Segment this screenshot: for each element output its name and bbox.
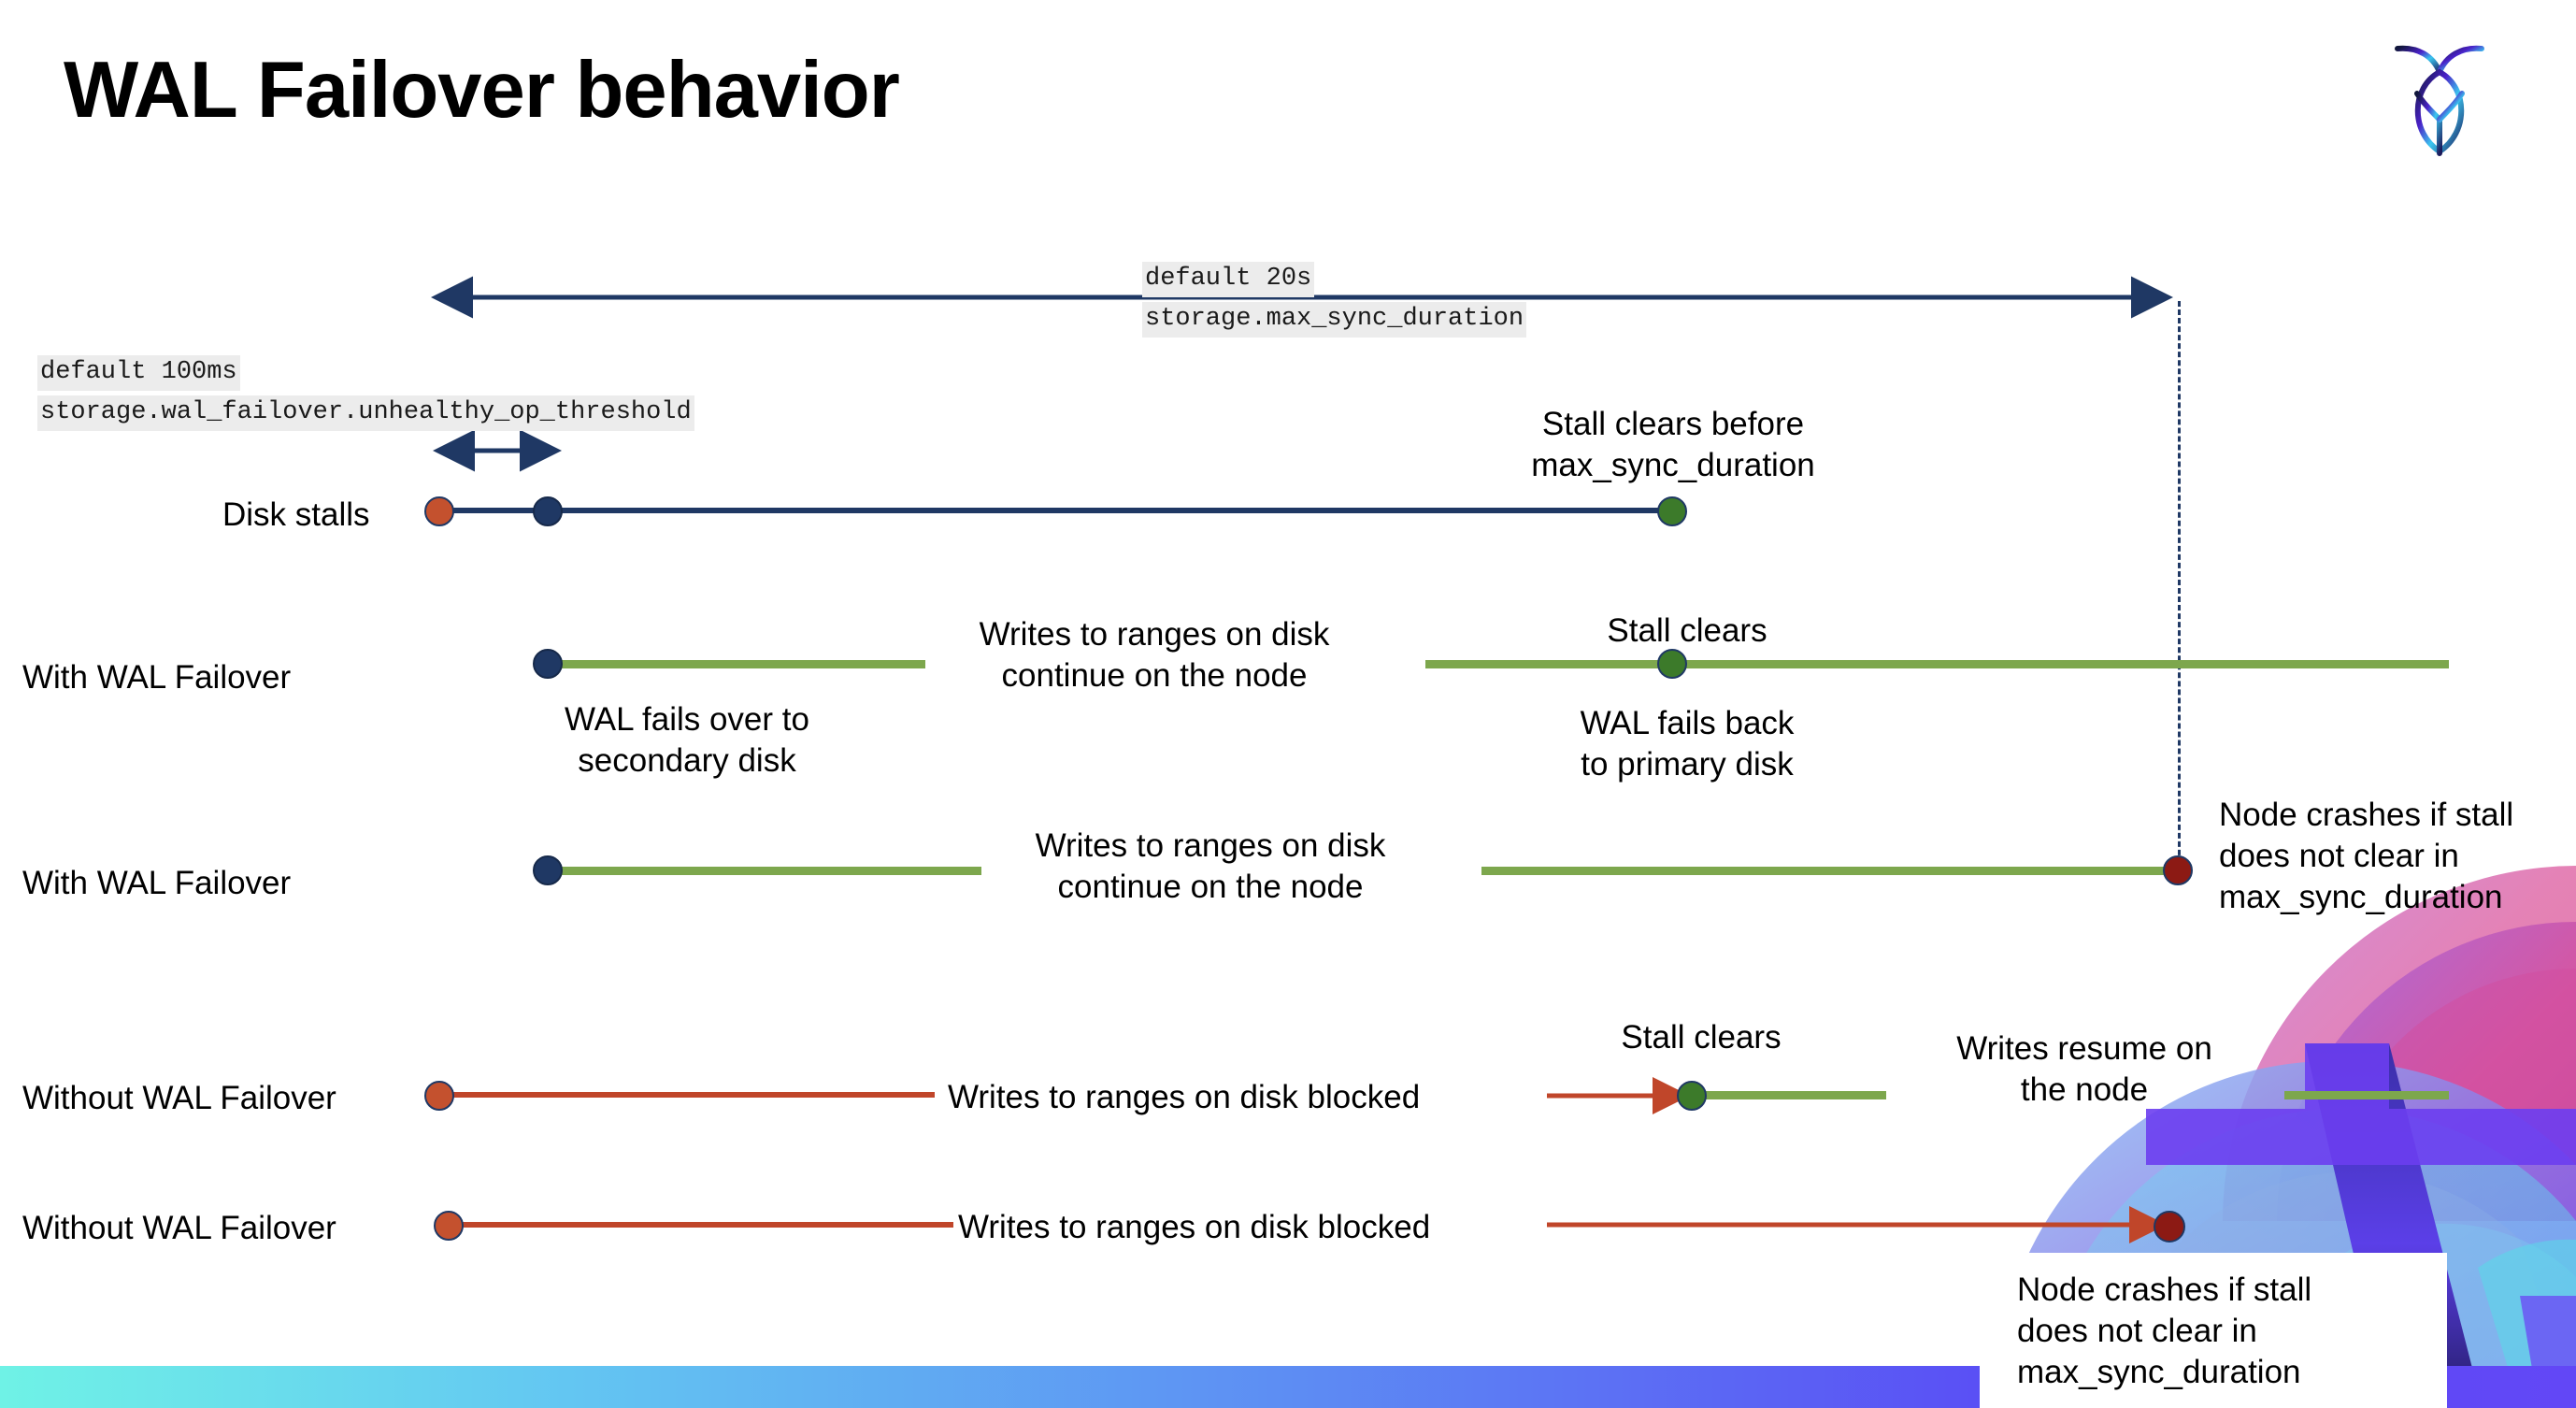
- row-label-disk-stalls: Disk stalls: [222, 496, 370, 533]
- max-sync-default-label: default 20s: [1142, 262, 1315, 297]
- annot-line: max_sync_duration: [1531, 447, 1815, 484]
- page-title: WAL Failover behavior: [64, 46, 900, 135]
- with-wal-1-failover-dot: [533, 649, 563, 679]
- annot-line: Node crashes if stall: [2219, 797, 2514, 833]
- annot-writes-continue-1: Writes to ranges on disk continue on the…: [935, 614, 1374, 697]
- with-wal-2-crash-dot: [2163, 855, 2193, 885]
- annot-wal-fails-back: WAL fails back to primary disk: [1500, 703, 1874, 785]
- node-crash-callout-box: [1980, 1253, 2447, 1408]
- without-wal-2-stall-dot: [434, 1211, 464, 1241]
- annot-line: the node: [2020, 1071, 2149, 1109]
- without-wal-1-line-far-right: [2284, 1091, 2449, 1099]
- annot-line: WAL fails over to: [565, 701, 809, 738]
- max-sync-deadline-dashed-line: [2178, 301, 2181, 881]
- annot-line: secondary disk: [578, 742, 796, 780]
- disk-stalls-failover-dot: [533, 496, 563, 526]
- unhealthy-op-setting-name: storage.wal_failover.unhealthy_op_thresh…: [37, 395, 694, 431]
- row-label-with-wal-failover-2: With WAL Failover: [22, 865, 292, 901]
- annot-wal-fails-over: WAL fails over to secondary disk: [481, 699, 893, 782]
- cockroachdb-logo-icon: [2388, 30, 2491, 161]
- with-wal-2-line-right: [1481, 867, 2178, 875]
- without-wal-1-line-left: [439, 1092, 935, 1098]
- annot-writes-blocked-1: Writes to ranges on disk blocked: [948, 1079, 1421, 1115]
- annot-line: max_sync_duration: [2017, 1354, 2301, 1391]
- unhealthy-op-default-label: default 100ms: [37, 355, 240, 391]
- annot-line: max_sync_duration: [2219, 879, 2503, 916]
- annot-stall-clears-row4: Stall clears: [1621, 1019, 1782, 1056]
- with-wal-1-line-left: [548, 660, 925, 668]
- annot-line: Writes to ranges on disk: [1035, 827, 1386, 864]
- without-wal-2-crash-dot: [2154, 1211, 2185, 1243]
- annot-line: continue on the node: [1001, 657, 1308, 695]
- annot-line: Writes resume on: [1956, 1030, 2212, 1067]
- annot-line: WAL fails back: [1580, 705, 1795, 741]
- annot-stall-clears-before: Stall clears before max_sync_duration: [1477, 404, 1869, 486]
- annot-writes-resume: Writes resume on the node: [1925, 1028, 2243, 1111]
- annot-stall-clears-row2: Stall clears: [1607, 612, 1767, 649]
- annot-writes-blocked-2: Writes to ranges on disk blocked: [958, 1209, 1431, 1245]
- annot-line: does not clear in: [2017, 1313, 2257, 1350]
- annot-node-crashes-1: Node crashes if stall does not clear in …: [2219, 795, 2574, 918]
- row-label-without-wal-failover-2: Without WAL Failover: [22, 1210, 336, 1246]
- annot-writes-continue-2: Writes to ranges on disk continue on the…: [991, 826, 1430, 908]
- annot-line: continue on the node: [1057, 869, 1364, 906]
- annot-line: Node crashes if stall: [2017, 1272, 2312, 1308]
- disk-stalls-timeline-line: [439, 508, 1682, 513]
- annot-line: to primary disk: [1581, 746, 1794, 783]
- with-wal-1-clear-dot: [1657, 649, 1687, 679]
- disk-stalls-clear-dot: [1657, 496, 1687, 526]
- annot-line: does not clear in: [2219, 838, 2459, 875]
- without-wal-1-stall-dot: [424, 1081, 454, 1111]
- annot-line: Stall clears before: [1541, 406, 1805, 442]
- with-wal-2-line-left: [548, 867, 981, 875]
- disk-stalls-start-dot: [424, 496, 454, 526]
- max-sync-setting-name: storage.max_sync_duration: [1142, 302, 1527, 338]
- with-wal-2-failover-dot: [533, 855, 563, 885]
- without-wal-1-clear-dot: [1677, 1081, 1707, 1111]
- annot-node-crashes-2: Node crashes if stall does not clear in …: [2017, 1270, 2410, 1393]
- with-wal-1-line-right: [1425, 660, 2449, 668]
- row-label-without-wal-failover-1: Without WAL Failover: [22, 1080, 336, 1116]
- row-label-with-wal-failover-1: With WAL Failover: [22, 659, 292, 696]
- without-wal-2-line-left: [449, 1222, 953, 1228]
- without-wal-1-line-right: [1699, 1091, 1886, 1099]
- annot-line: Writes to ranges on disk: [979, 616, 1330, 653]
